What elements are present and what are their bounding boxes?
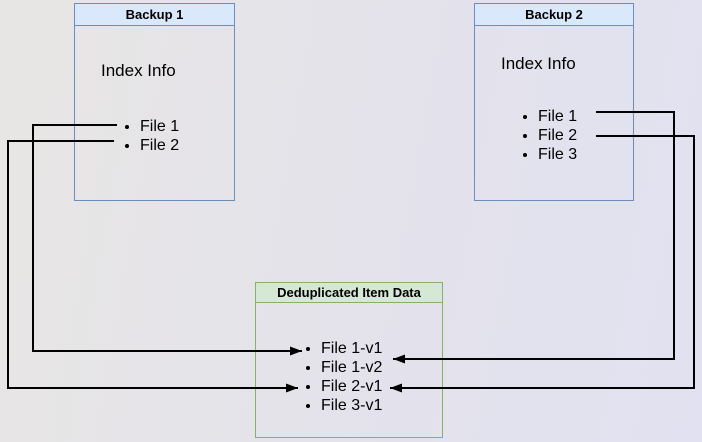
backup1-index-info-label: Index Info	[101, 61, 176, 80]
backup1-file-2-label: File 2	[140, 137, 180, 154]
bullet-icon	[523, 134, 527, 138]
dedup-file-3-v1: File 3-v1	[306, 396, 382, 415]
backup2-file-list: File 1 File 2 File 3	[523, 107, 577, 164]
dedup-file-2-v1-label: File 2-v1	[321, 378, 383, 395]
dedup-file-1-v1: File 1-v1	[306, 339, 382, 358]
bullet-icon	[306, 366, 310, 370]
backup2-file-1-label: File 1	[538, 108, 578, 125]
backup2-file-2: File 2	[523, 126, 577, 145]
bullet-icon	[306, 404, 310, 408]
backup2-file-1: File 1	[523, 107, 577, 126]
dedup-file-1-v1-label: File 1-v1	[321, 340, 383, 357]
backup2-index-info-label: Index Info	[501, 54, 576, 73]
dedup-file-3-v1-label: File 3-v1	[321, 397, 383, 414]
dedup-file-1-v2: File 1-v2	[306, 358, 382, 377]
dedup-file-1-v2-label: File 1-v2	[321, 359, 383, 376]
backup1-container: Backup 1 Index Info File 1 File 2	[74, 3, 235, 201]
bullet-icon	[125, 125, 129, 129]
bullet-icon	[306, 347, 310, 351]
bullet-icon	[306, 385, 310, 389]
backup2-title: Backup 2	[475, 4, 633, 26]
dedup-file-2-v1: File 2-v1	[306, 377, 382, 396]
backup1-file-list: File 1 File 2	[125, 117, 179, 155]
dedup-container: Deduplicated Item Data File 1-v1 File 1-…	[255, 282, 443, 438]
backup2-file-3: File 3	[523, 145, 577, 164]
backup1-file-1-label: File 1	[140, 118, 180, 135]
backup2-file-3-label: File 3	[538, 146, 578, 163]
backup1-file-2: File 2	[125, 136, 179, 155]
dedup-item-list: File 1-v1 File 1-v2 File 2-v1 File 3-v1	[306, 339, 382, 415]
backup2-container: Backup 2 Index Info File 1 File 2 File 3	[474, 3, 634, 201]
bullet-icon	[125, 144, 129, 148]
bullet-icon	[523, 115, 527, 119]
backup1-file-1: File 1	[125, 117, 179, 136]
backup2-file-2-label: File 2	[538, 127, 578, 144]
bullet-icon	[523, 153, 527, 157]
dedup-title: Deduplicated Item Data	[256, 283, 442, 303]
backup1-title: Backup 1	[75, 4, 234, 26]
